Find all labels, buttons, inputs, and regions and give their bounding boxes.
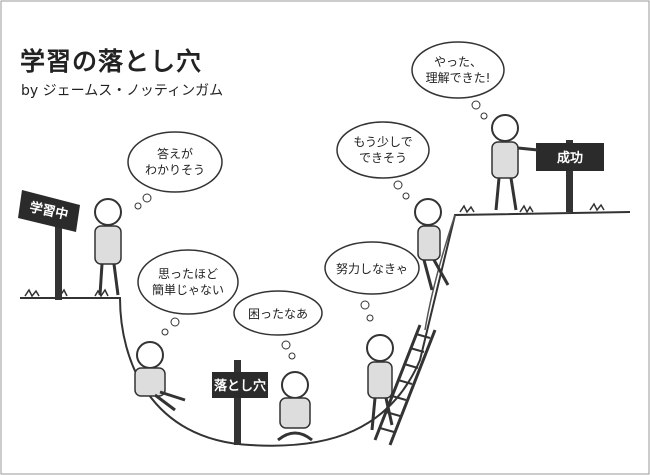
pit-outline bbox=[20, 211, 631, 447]
sign-post bbox=[234, 360, 241, 445]
girl-figure-success bbox=[491, 114, 539, 211]
sign-success: 成功 bbox=[536, 140, 604, 212]
girl-figure-falling bbox=[134, 341, 186, 412]
thought-bubble-5: もう少しで できそう bbox=[336, 121, 430, 200]
page-title: 学習の落とし穴 bbox=[20, 47, 203, 76]
sign-learning: 学習中 bbox=[18, 190, 80, 300]
rope bbox=[424, 214, 456, 331]
sign-board bbox=[18, 190, 80, 232]
sign-start-label: 学習中 bbox=[28, 199, 69, 223]
bubble-5-line2: できそう bbox=[359, 151, 407, 165]
thought-bubble-4: 努力しなきゃ bbox=[324, 241, 420, 322]
bubble-1-line1: 答えが bbox=[157, 146, 193, 161]
sign-board bbox=[212, 372, 268, 398]
girl-figure-ladder bbox=[366, 334, 394, 431]
girl-figure-sitting bbox=[277, 371, 313, 442]
bubble-6-line1: やった、 bbox=[434, 55, 482, 69]
grass-left bbox=[24, 288, 109, 298]
thought-bubble-3: 困ったなあ bbox=[233, 290, 323, 360]
ladder-icon bbox=[373, 324, 437, 446]
girl-figure-climbing bbox=[414, 198, 450, 291]
thought-bubble-1: 答えが わかりそう bbox=[127, 131, 223, 210]
grass-right bbox=[459, 202, 605, 214]
bubble-2-line2: 簡単じゃない bbox=[152, 282, 224, 297]
thought-bubble-2: 思ったほど 簡単じゃない bbox=[137, 249, 239, 336]
bubble-3-line1: 困ったなあ bbox=[248, 307, 308, 321]
bubble-5-line1: もう少しで bbox=[353, 135, 412, 149]
sign-success-label: 成功 bbox=[557, 150, 583, 166]
thought-bubble-6: やった、 理解できた! bbox=[411, 41, 505, 120]
sign-post bbox=[566, 140, 573, 212]
sign-post bbox=[55, 220, 62, 300]
sign-pit: 落とし穴 bbox=[212, 360, 268, 445]
sign-board bbox=[536, 143, 604, 171]
bubble-1-line2: わかりそう bbox=[145, 163, 205, 177]
bubble-4-line1: 努力しなきゃ bbox=[336, 261, 408, 276]
girl-figure-start bbox=[94, 198, 122, 296]
bubble-6-line2: 理解できた! bbox=[426, 71, 491, 85]
bubble-2-line1: 思ったほど bbox=[158, 267, 218, 281]
sign-pit-label: 落とし穴 bbox=[214, 378, 266, 394]
author-byline: by ジェームス・ノッティンガム bbox=[21, 83, 224, 99]
